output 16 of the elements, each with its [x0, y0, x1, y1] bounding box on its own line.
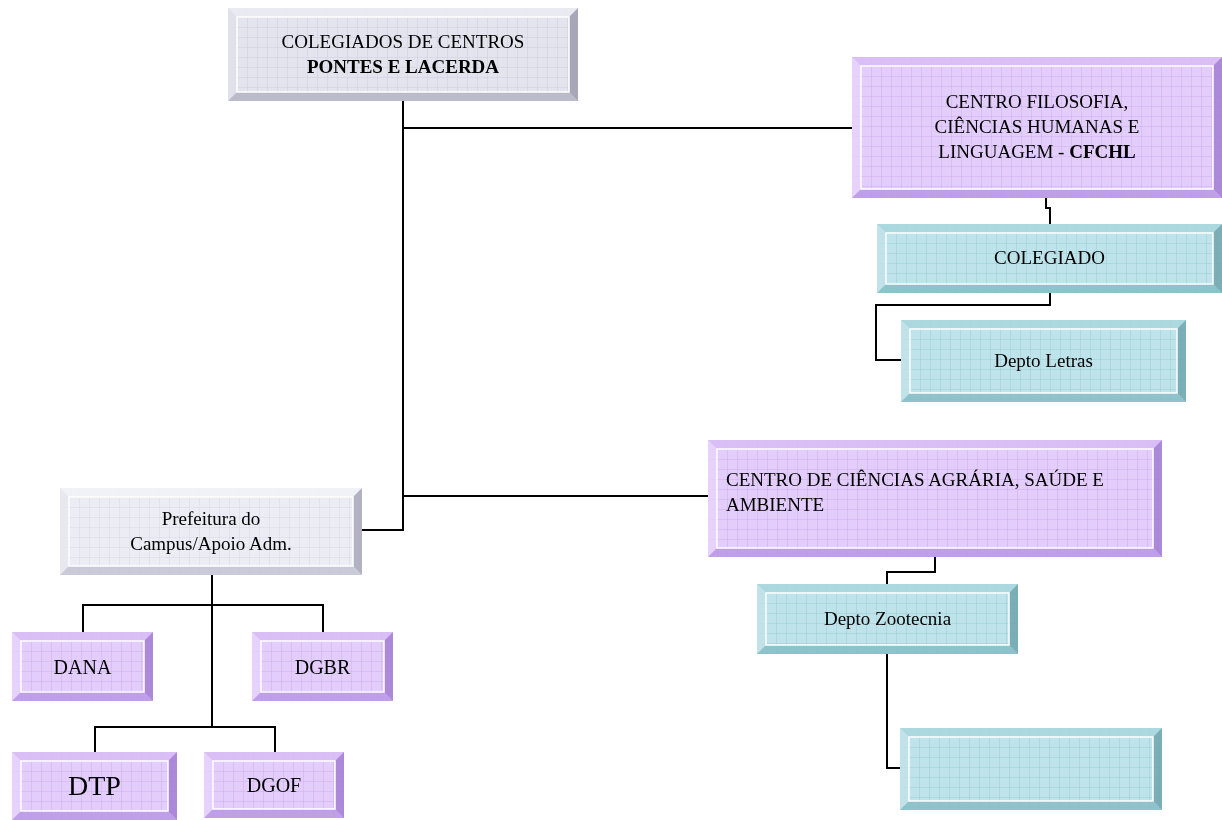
connector-line — [1045, 197, 1051, 225]
box-label: Prefeitura do Campus/Apoio Adm. — [129, 506, 293, 556]
box-label: DGBR — [294, 654, 351, 680]
box-label: CENTRO DE CIÊNCIAS AGRÁRIA, SAÚDE E AMBIENTE — [726, 468, 1105, 517]
box-label: DTP — [68, 768, 121, 803]
box-label: DANA — [53, 654, 112, 680]
connector-line — [211, 574, 276, 753]
box-label: DGOF — [246, 773, 302, 798]
box-label: Depto Zootecnia — [823, 606, 952, 631]
box-label: COLEGIADOS DE CENTROS PONTES E LACERDA — [280, 29, 526, 79]
connector-line — [875, 292, 1051, 361]
box-label: Depto Letras — [994, 348, 1093, 373]
connector-line — [886, 556, 936, 585]
box-label: CENTRO FILOSOFIA, CIÊNCIAS HUMANAS E LINGUAGEM - CFCHL — [933, 90, 1141, 164]
connector-line — [886, 653, 901, 769]
box-label: COLEGIADO — [994, 246, 1105, 271]
